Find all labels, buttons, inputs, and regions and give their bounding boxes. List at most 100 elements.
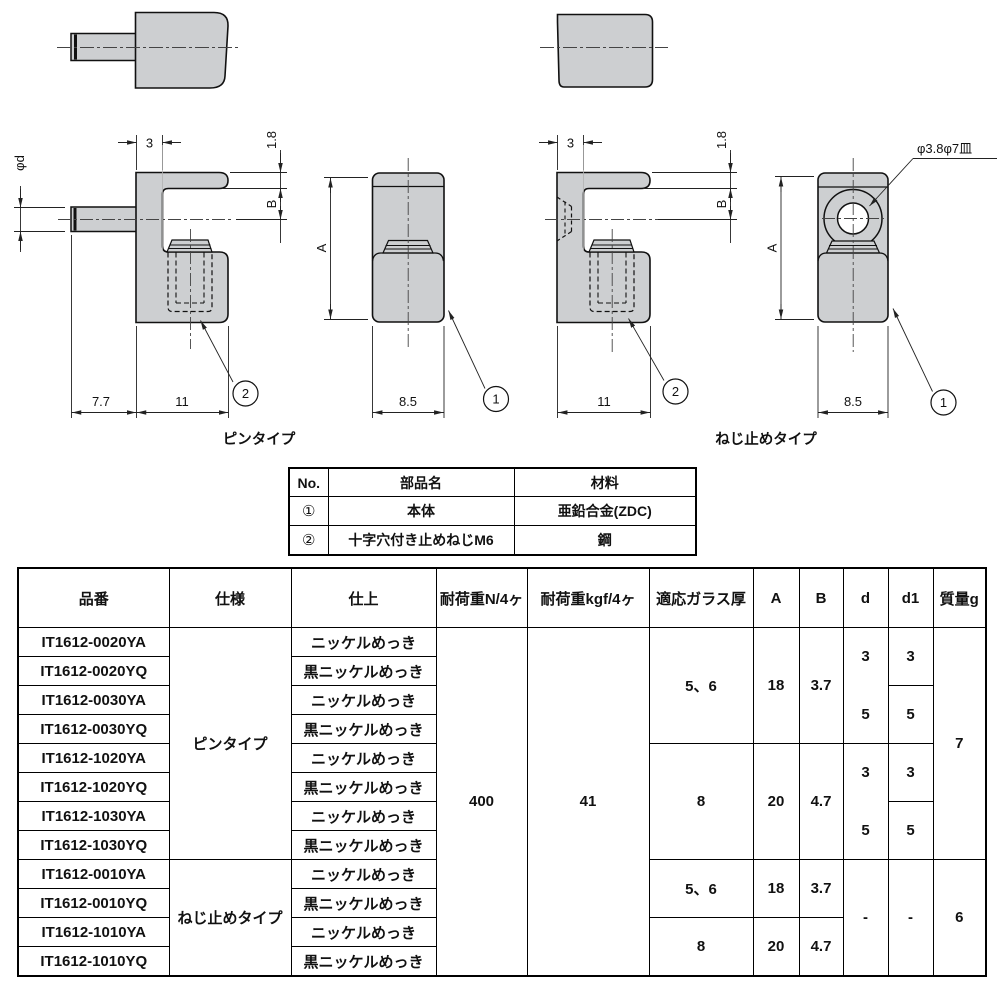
- caption-screw-type: ねじ止めタイプ: [715, 430, 817, 448]
- part-no-cell: IT1612-0010YA: [17, 859, 170, 889]
- dim-depth-11: 11: [597, 394, 611, 409]
- finish-cell: ニッケルめっき: [290, 685, 437, 715]
- d1-cell: -: [887, 859, 934, 977]
- table-row: IT1612-1010YA ニッケルめっき 8 20 4.7: [17, 917, 986, 977]
- dim-phi-d: φd: [12, 155, 27, 171]
- header-load-kgf: 耐荷重kgf/4ヶ: [526, 567, 650, 628]
- finish-cell: ニッケルめっき: [290, 627, 437, 657]
- a-cell: 18: [752, 859, 800, 918]
- part-no-cell: IT1612-0030YQ: [17, 714, 170, 744]
- d-cell: -: [842, 859, 889, 977]
- spec-header-row: 品番 仕様 仕上 耐荷重N/4ヶ 耐荷重kgf/4ヶ 適応ガラス厚 A B d …: [17, 567, 987, 628]
- table-row: IT1612-1030YQ 黒ニッケルめっき: [17, 830, 986, 860]
- d-cell: 5: [842, 801, 889, 860]
- part-no-cell: IT1612-1020YQ: [17, 772, 170, 802]
- table-row: IT1612-1010YQ 黒ニッケルめっき: [17, 946, 986, 977]
- screw-type-top-view: [540, 13, 668, 88]
- header-d: d: [842, 567, 889, 628]
- parts-header-material: 材料: [513, 467, 697, 497]
- parts-material-table: No. 部品名 材料 ① 本体 亜鉛合金(ZDC) ② 十字穴付き止めねじM6 …: [288, 467, 697, 556]
- part-name: 十字穴付き止めねじM6: [327, 525, 515, 556]
- glass-cell: 8: [648, 743, 754, 860]
- finish-cell: ニッケルめっき: [290, 743, 437, 773]
- screw-type-front-view: 3 1.8 B 11 2: [539, 131, 737, 418]
- pin-type-side-view: A 8.5 1: [314, 158, 510, 418]
- part-no-cell: IT1612-0030YA: [17, 685, 170, 715]
- header-finish: 仕上: [290, 567, 437, 628]
- glass-cell: 5、6: [648, 627, 754, 744]
- finish-cell: ニッケルめっき: [290, 801, 437, 831]
- callout-1: 1: [492, 392, 499, 407]
- dim-width-8-5: 8.5: [399, 394, 417, 409]
- load-n-cell: 400: [435, 627, 528, 977]
- finish-cell: 黒ニッケルめっき: [290, 714, 437, 744]
- parts-row: ① 本体 亜鉛合金(ZDC): [288, 496, 697, 526]
- glass-cell: 8: [648, 917, 754, 977]
- dim-wall-3: 3: [146, 136, 153, 151]
- part-no-cell: IT1612-1010YA: [17, 917, 170, 947]
- part-name: 本体: [327, 496, 515, 526]
- part-no-badge: ①: [288, 496, 329, 526]
- table-row: IT1612-0010YA ねじ止めタイプ ニッケルめっき 5、6 18 3.7…: [17, 859, 987, 977]
- spec-cell: ピンタイプ: [168, 627, 292, 860]
- parts-header-no: No.: [288, 467, 329, 497]
- d-cell: 5: [842, 685, 889, 744]
- b-cell: 4.7: [798, 917, 844, 977]
- table-row: IT1612-0020YA ピンタイプ ニッケルめっき 400 41 5、6 1…: [17, 627, 987, 977]
- part-no-cell: IT1612-0020YA: [17, 627, 170, 657]
- finish-cell: 黒ニッケルめっき: [290, 772, 437, 802]
- pin-type-front-view: φd 3 1.8 B 7.7 11 2: [12, 131, 287, 418]
- d1-cell: 3: [887, 743, 934, 802]
- header-b: B: [798, 567, 844, 628]
- parts-row: ② 十字穴付き止めねじM6 鋼: [288, 525, 697, 556]
- technical-drawing: φd 3 1.8 B 7.7 11 2: [12, 11, 997, 448]
- part-material: 亜鉛合金(ZDC): [513, 496, 697, 526]
- header-a: A: [752, 567, 800, 628]
- dim-width-8-5: 8.5: [844, 394, 862, 409]
- dim-flange-1-8: 1.8: [714, 131, 729, 149]
- mass-cell: 6: [932, 859, 987, 977]
- part-material: 鋼: [513, 525, 697, 556]
- b-cell: 3.7: [798, 627, 844, 744]
- b-cell: 3.7: [798, 859, 844, 918]
- screw-type-side-view: A 8.5 φ3.8φ7皿 1: [765, 141, 997, 418]
- d-cell: 3: [842, 627, 889, 686]
- header-part-no: 品番: [17, 567, 170, 628]
- finish-cell: 黒ニッケルめっき: [290, 946, 437, 977]
- dim-wall-3: 3: [567, 136, 574, 151]
- callout-2: 2: [242, 386, 249, 401]
- spec-cell: ねじ止めタイプ: [168, 859, 292, 977]
- finish-cell: ニッケルめっき: [290, 917, 437, 947]
- dim-b: B: [264, 200, 279, 209]
- callout-1: 1: [940, 395, 947, 410]
- part-no-cell: IT1612-1030YA: [17, 801, 170, 831]
- table-row: IT1612-1030YA ニッケルめっき 5 5: [17, 801, 986, 860]
- header-glass: 適応ガラス厚: [648, 567, 754, 628]
- finish-cell: 黒ニッケルめっき: [290, 888, 437, 918]
- finish-cell: 黒ニッケルめっき: [290, 656, 437, 686]
- a-cell: 20: [752, 743, 800, 860]
- glass-cell: 5、6: [648, 859, 754, 918]
- header-load-n: 耐荷重N/4ヶ: [435, 567, 528, 628]
- dim-a: A: [765, 243, 780, 252]
- table-row: IT1612-0010YQ 黒ニッケルめっき: [17, 888, 986, 918]
- d1-cell: 5: [887, 685, 934, 744]
- part-no-cell: IT1612-1020YA: [17, 743, 170, 773]
- specification-table: 品番 仕様 仕上 耐荷重N/4ヶ 耐荷重kgf/4ヶ 適応ガラス厚 A B d …: [17, 567, 987, 977]
- finish-cell: ニッケルめっき: [290, 859, 437, 889]
- a-cell: 20: [752, 917, 800, 977]
- a-cell: 18: [752, 627, 800, 744]
- b-cell: 4.7: [798, 743, 844, 860]
- hole-dimension-label: φ3.8φ7皿: [917, 141, 972, 156]
- part-no-cell: IT1612-0020YQ: [17, 656, 170, 686]
- header-mass: 質量g: [932, 567, 987, 628]
- parts-header-name: 部品名: [327, 467, 515, 497]
- part-no-cell: IT1612-1030YQ: [17, 830, 170, 860]
- header-d1: d1: [887, 567, 934, 628]
- callout-2: 2: [672, 384, 679, 399]
- d1-cell: 5: [887, 801, 934, 860]
- mass-cell: 7: [932, 627, 987, 860]
- dim-flange-1-8: 1.8: [264, 131, 279, 149]
- load-kgf-cell: 41: [526, 627, 650, 977]
- table-row: IT1612-0030YQ 黒ニッケルめっき: [17, 714, 986, 744]
